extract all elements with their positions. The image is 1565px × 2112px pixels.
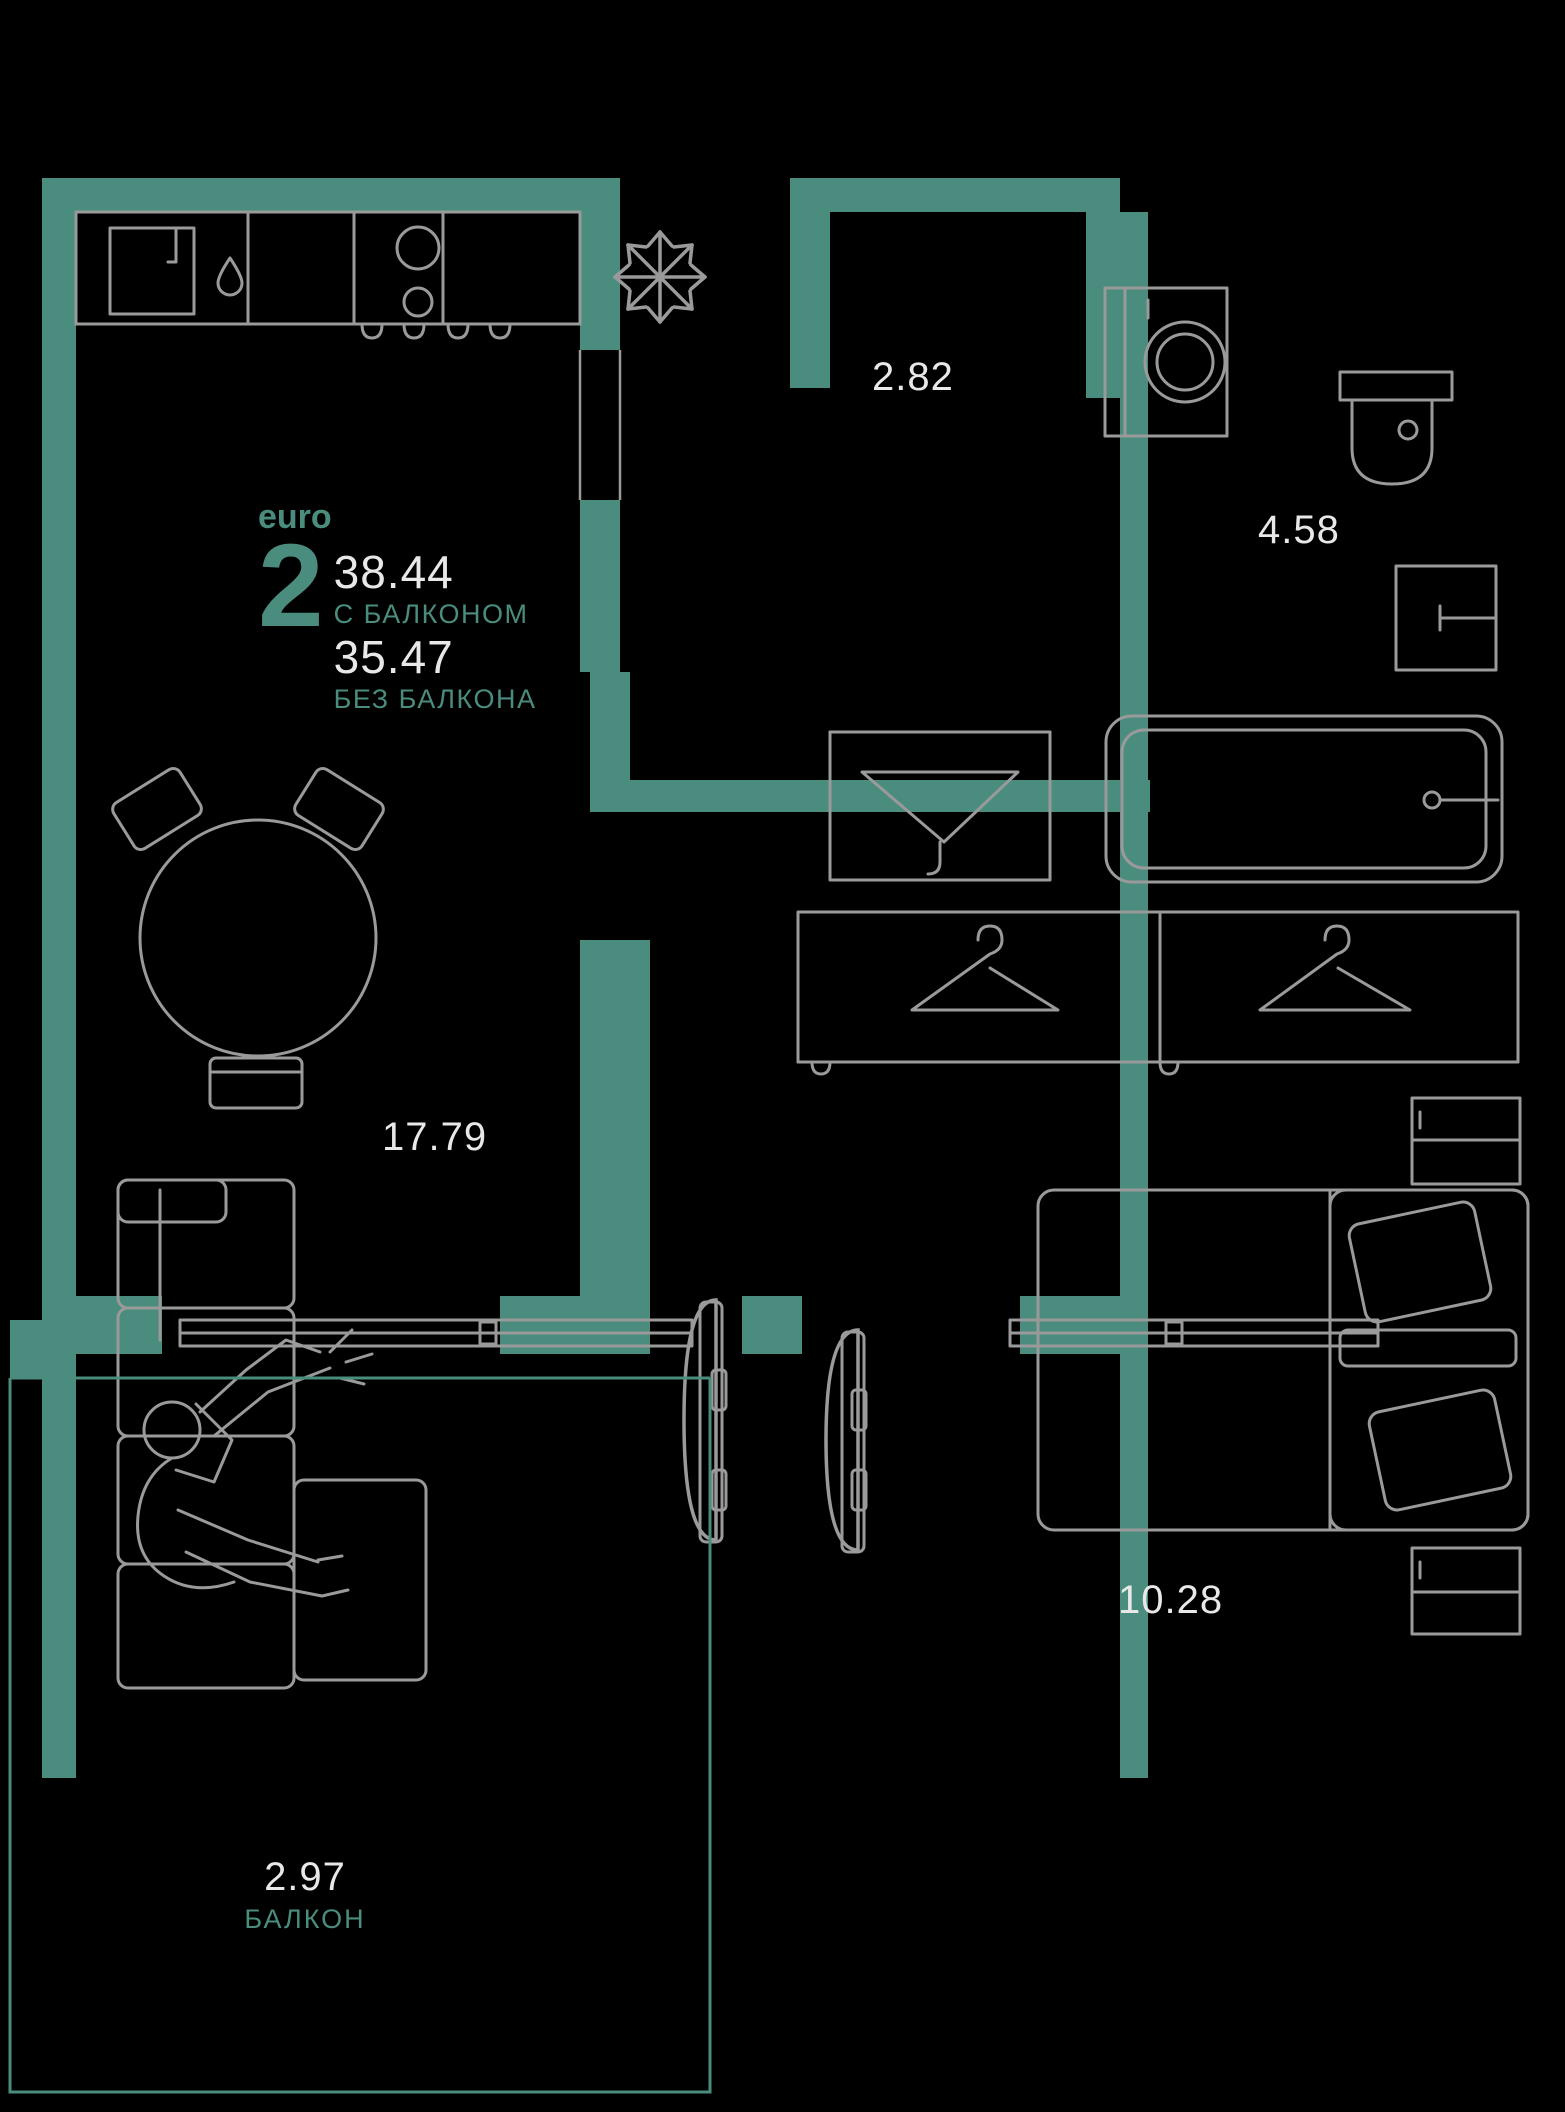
area-with-balcony: 38.44 [333,546,454,598]
person-icon [136,1328,374,1598]
hall-washbasin-icon [828,730,1052,882]
balcony-outline [8,1376,712,2094]
area-label-bathroom: 4.58 [1258,508,1340,552]
washbasin-icon [1394,564,1498,672]
toilet-icon [1338,370,1454,486]
apartment-summary-badge: euro 2 38.44 С БАЛКОНОМ 35.47 БЕЗ БАЛКОН… [258,500,558,717]
openings [578,350,622,500]
walls [10,178,1150,1778]
room-count: 2 [258,520,324,652]
area-without-balcony: 35.47 [333,630,454,683]
area-without-balcony-caption: БЕЗ БАЛКОНА [333,684,537,715]
dining-table-icon [111,766,385,1110]
area-with-balcony-caption: С БАЛКОНОМ [333,599,529,630]
wardrobe-hanger-icon [796,910,1520,1076]
bathtub-icon [1104,714,1504,884]
nightstand-icon [1410,1096,1522,1636]
area-label-living-kitchen: 17.79 [382,1115,488,1159]
balcony-caption: БАЛКОН [244,1904,366,1934]
washing-machine-icon [1103,286,1229,438]
area-label-hallway: 2.82 [872,355,954,399]
balcony-label-group: 2.97 БАЛКОН [225,1855,385,1935]
sofa-icon [116,1178,428,1690]
bed-icon [1036,1188,1530,1532]
area-label-balcony: 2.97 [264,1855,346,1899]
brand-label: euro [258,498,332,536]
window-icon [178,1318,1380,1348]
area-label-bedroom: 10.28 [1118,1578,1224,1622]
kitchen-counter-icon [74,210,707,340]
door-icon [682,1298,868,1554]
